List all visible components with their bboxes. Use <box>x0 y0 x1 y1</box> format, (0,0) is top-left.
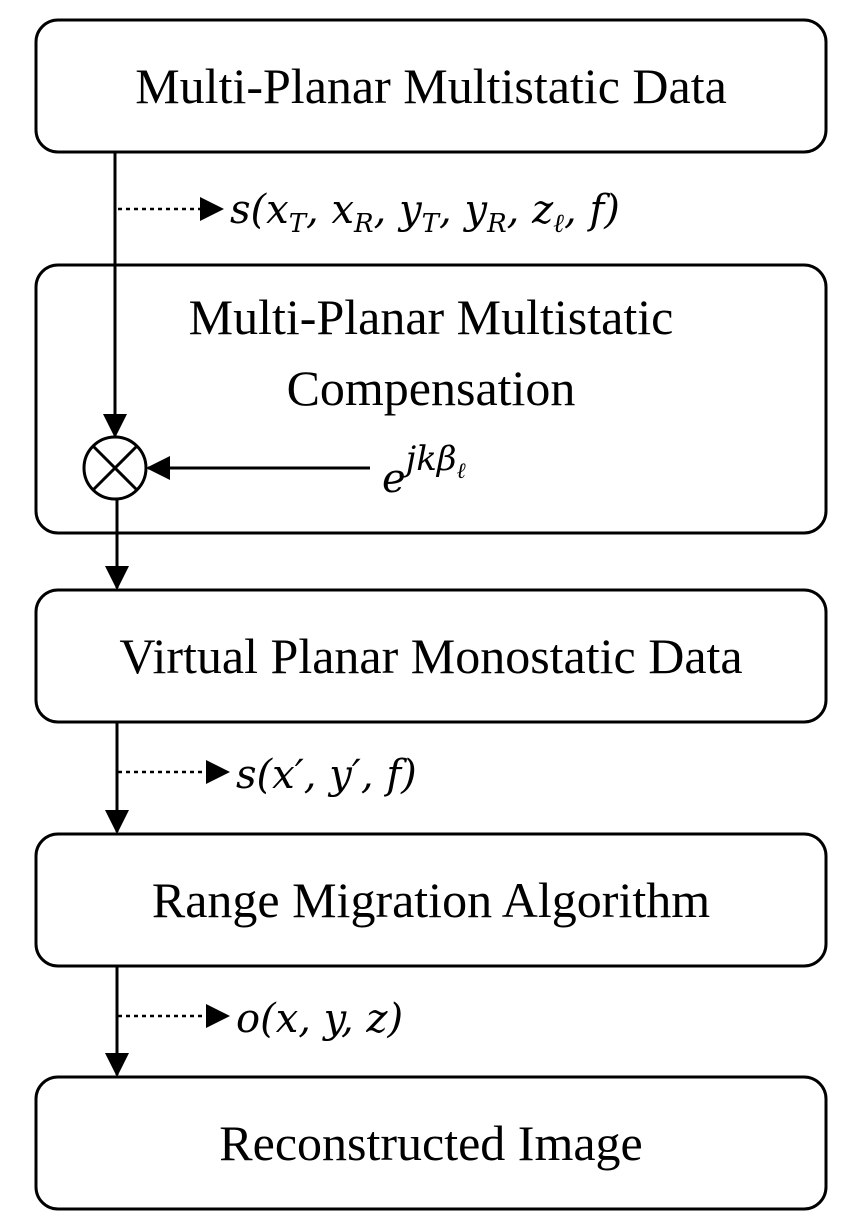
box-range-migration-algorithm: Range Migration Algorithm <box>34 832 828 968</box>
signal-arg-subscript: R <box>353 209 374 239</box>
signal-sep: , <box>306 187 331 233</box>
box-label: Range Migration Algorithm <box>152 872 710 928</box>
phase-exponent: jkβ <box>399 439 457 479</box>
box-label: Reconstructed Image <box>219 1115 642 1171</box>
signal-arg-subscript: T <box>289 209 308 239</box>
signal-arg-subscript: ℓ <box>553 209 564 239</box>
signal-arg-subscript: T <box>422 209 441 239</box>
signal-arg: y <box>462 187 488 233</box>
box-reconstructed-image: Reconstructed Image <box>34 1075 828 1211</box>
box-label: Compensation <box>287 360 576 416</box>
phase-exponent-subscript: ℓ <box>456 459 466 484</box>
signal-arg: z <box>531 187 554 233</box>
signal-arg: y <box>397 187 423 233</box>
signal-sep: , <box>507 187 532 233</box>
signal-arg-subscript: R <box>486 209 507 239</box>
box-label: Multi-Planar Multistatic Data <box>135 58 727 114</box>
signal-o-image: o(x, y, z) <box>236 996 403 1042</box>
phase-base: e <box>382 456 406 502</box>
signal-fn: s( <box>230 187 268 233</box>
box-multi-planar-multistatic-data: Multi-Planar Multistatic Data <box>34 18 828 154</box>
signal-sep: , <box>374 187 399 233</box>
signal-close: ) <box>603 187 620 233</box>
box-label: Virtual Planar Monostatic Data <box>119 628 742 684</box>
box-multi-planar-multistatic-compensation: Multi-Planar Multistatic Compensation <box>34 263 828 535</box>
signal-sep: , <box>439 187 464 233</box>
circle-times-icon <box>82 435 148 501</box>
phase-term: ejkβℓ <box>382 439 466 502</box>
box-label: Multi-Planar Multistatic <box>189 289 674 345</box>
signal-s-monostatic: s(x′, y′, f) <box>236 752 417 798</box>
signal-sep: , <box>564 187 589 233</box>
box-virtual-planar-monostatic-data: Virtual Planar Monostatic Data <box>34 588 828 724</box>
signal-arg: x <box>266 187 289 233</box>
signal-arg: x <box>331 187 354 233</box>
signal-s-multistatic: s(xT, xR, yT, yR, zℓ, f) <box>230 187 620 239</box>
